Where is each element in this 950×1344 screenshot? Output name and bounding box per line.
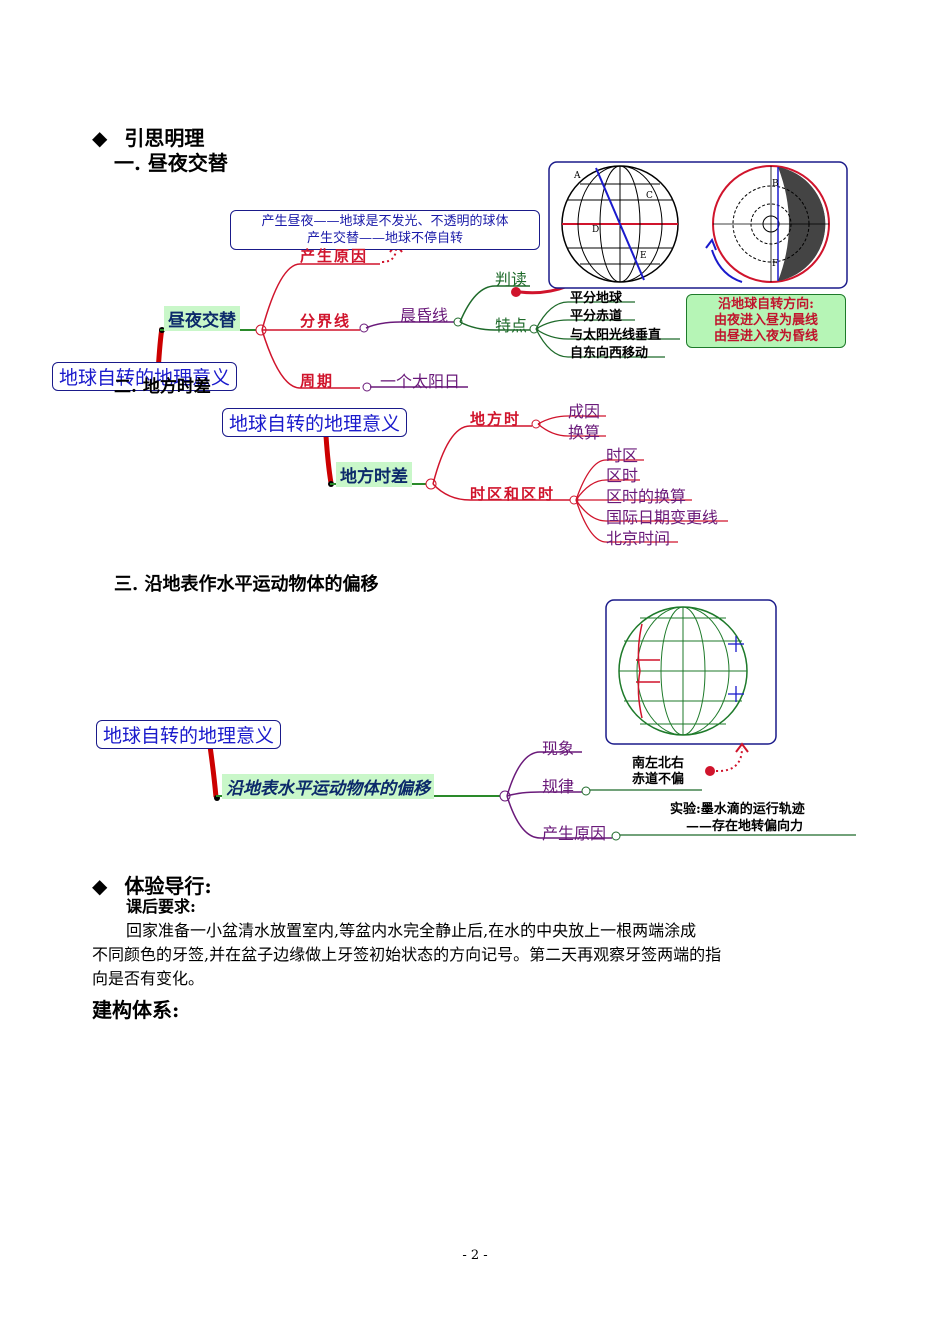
s1-feature-3: 与太阳光线垂直 — [570, 328, 662, 343]
s1-connectors — [155, 242, 680, 392]
s3-branch-cause: 产生原因 — [542, 824, 607, 843]
s1-feature-4: 自东向西移动 — [570, 346, 649, 361]
s2-zone-item-2: 区时 — [606, 466, 639, 485]
section-1-heading: 一. 昼夜交替 — [114, 151, 228, 175]
s1-branch-line: 分界线 — [300, 312, 352, 330]
s2-local-item-2: 换算 — [568, 423, 601, 442]
s3-branch-phenom: 现象 — [542, 739, 575, 758]
homework-line-1: 回家准备一小盆清水放置室内,等盆内水完全静止后,在水的中央放上一根两端涂成 — [126, 921, 697, 940]
s2-zone-item-4: 国际日期变更线 — [606, 508, 719, 527]
s1-cause-note: 产生昼夜——地球是不发光、不透明的球体 产生交替——地球不停自转 — [230, 210, 540, 250]
globe-label-d: D — [592, 225, 599, 235]
s3-cause-note-line1: 实验:墨水滴的运行轨迹 — [670, 802, 805, 817]
section-2-heading: 二. 地方时差 — [114, 377, 211, 397]
s3-rule-note-line2: 赤道不偏 — [632, 772, 685, 787]
intro-heading: ◆ 引思明理 — [92, 122, 204, 151]
s2-branch-zone: 时区和区时 — [470, 485, 556, 503]
s1-branch-period: 周期 — [300, 372, 335, 390]
s2-main-node: 地方时差 — [336, 462, 412, 487]
s3-cause-note: 实验:墨水滴的运行轨迹 ——存在地转偏向力 — [670, 801, 805, 835]
build-heading: 建构体系: — [92, 998, 180, 1022]
homework-line-3: 向是否有变化。 — [92, 969, 205, 988]
diamond-bullet-icon: ◆ — [92, 126, 108, 150]
s2-zone-item-1: 时区 — [606, 446, 639, 465]
day-night-globe-diagram: A C D E B F — [548, 161, 848, 289]
globe-label-b: B — [772, 179, 779, 189]
section-3-heading: 三. 沿地表作水平运动物体的偏移 — [114, 574, 379, 595]
s1-main-node: 昼夜交替 — [164, 306, 240, 331]
page-number: - 2 - — [462, 1248, 488, 1263]
homework-label: 课后要求: — [126, 897, 196, 916]
s2-branch-local: 地方时 — [470, 410, 522, 428]
s3-rule-note-line1: 南左北右 — [632, 756, 685, 771]
intro-title: 引思明理 — [124, 126, 205, 150]
s3-root-node: 地球自转的地理意义 — [96, 720, 282, 749]
s1-rule-note-line1: 沿地球自转方向: — [718, 297, 814, 312]
experience-heading: ◆ 体验导行: — [92, 870, 212, 899]
globe-label-c: C — [646, 191, 653, 201]
s1-rule-note: 沿地球自转方向: 由夜进入昼为晨线 由昼进入夜为昏线 — [686, 294, 846, 348]
homework-text: 回家准备一小盆清水放置室内,等盆内水完全静止后,在水的中央放上一根两端涂成 不同… — [92, 919, 872, 991]
s3-branch-rule: 规律 — [542, 777, 575, 796]
homework-line-2: 不同颜色的牙签,并在盆子边缘做上牙签初始状态的方向记号。第二天再观察牙签两端的指 — [92, 945, 722, 964]
s3-cause-note-line2: ——存在地转偏向力 — [686, 819, 804, 834]
s1-line-name: 晨昏线 — [400, 306, 449, 325]
s1-feature-1: 平分地球 — [570, 291, 623, 306]
s2-zone-item-3: 区时的换算 — [606, 487, 687, 506]
globe-label-a: A — [573, 171, 581, 181]
s2-root-node: 地球自转的地理意义 — [222, 408, 408, 437]
s1-branch-cause: 产生原因 — [300, 247, 369, 265]
globe-label-e: E — [640, 251, 647, 261]
s1-judge: 判读 — [495, 270, 528, 289]
experience-title: 体验导行: — [124, 874, 212, 898]
s1-feature-2: 平分赤道 — [570, 309, 623, 324]
s2-local-item-1: 成因 — [568, 402, 601, 421]
s1-root-node: 地球自转的地理意义 — [52, 362, 238, 391]
s1-rule-note-line3: 由昼进入夜为昏线 — [713, 329, 818, 344]
s1-cause-note-line2: 产生交替——地球不停自转 — [306, 231, 463, 246]
s1-cause-note-line1: 产生昼夜——地球是不发光、不透明的球体 — [261, 214, 509, 229]
diamond-bullet-icon: ◆ — [92, 874, 108, 898]
s3-main-node: 沿地表水平运动物体的偏移 — [222, 774, 434, 799]
s2-zone-item-5: 北京时间 — [606, 529, 671, 548]
s1-period-value: 一个太阳日 — [380, 372, 461, 391]
s1-features: 特点 — [495, 316, 528, 335]
deflection-globe-diagram — [605, 599, 777, 745]
s1-rule-note-line2: 由夜进入昼为晨线 — [713, 313, 818, 328]
globe-label-f: F — [772, 259, 778, 269]
s3-rule-note: 南左北右 赤道不偏 — [632, 756, 684, 788]
